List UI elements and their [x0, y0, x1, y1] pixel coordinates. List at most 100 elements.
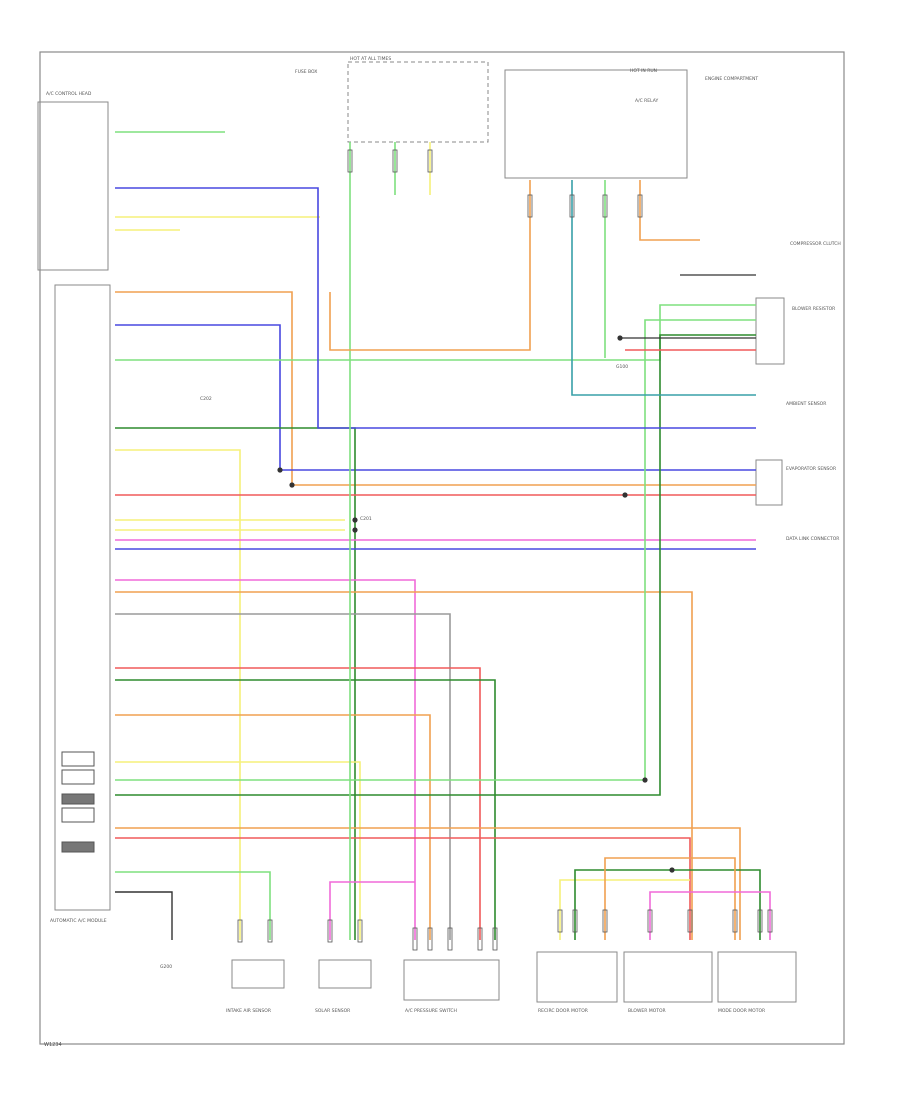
diagram-label-motor3: MODE DOOR MOTOR	[718, 1008, 765, 1014]
splice-dot	[277, 467, 283, 473]
connector-pin	[447, 927, 453, 951]
connector-pin	[572, 909, 578, 933]
connector-pin	[492, 927, 498, 951]
climate-module-box	[54, 284, 111, 911]
wire-yellow-intake-sensor	[115, 449, 241, 940]
diagram-label-conn1: C201	[360, 516, 372, 522]
connector-pin	[427, 927, 433, 951]
splice-dot	[617, 335, 623, 341]
wire-dkgreen-module-down	[115, 427, 356, 940]
diagram-label-control-head: A/C CONTROL HEAD	[46, 91, 92, 97]
diagram-label-sensor1: INTAKE AIR SENSOR	[226, 1008, 271, 1014]
diagram-label-bottom-module: AUTOMATIC A/C MODULE	[50, 918, 107, 924]
wire-green-resistor-2	[115, 319, 756, 781]
wire-pink-solar	[329, 881, 415, 940]
splice-dot	[622, 492, 628, 498]
connector-pin	[427, 149, 433, 173]
wire-green-module-resistor	[115, 304, 756, 361]
wire-red-blower	[115, 837, 691, 940]
diagram-label-ground2: G100	[616, 364, 628, 370]
diagram-label-footer-code: W1234	[44, 1042, 62, 1048]
connector-pin	[557, 909, 563, 933]
splice-dot	[669, 867, 675, 873]
splice-dot	[642, 777, 648, 783]
pressure-switch-box	[403, 959, 500, 1001]
wire-blue-module-evap	[115, 324, 756, 471]
wire-pink-pressure	[115, 579, 416, 940]
diagram-label-sensor2: SOLAR SENSOR	[315, 1008, 350, 1014]
wire-orange-mode	[115, 827, 741, 940]
diagram-label-conn2: C202	[200, 396, 212, 402]
connector-pin	[237, 919, 243, 943]
connector-pin	[637, 194, 643, 218]
connector-pin	[569, 194, 575, 218]
connector-pin	[392, 149, 398, 173]
wire-yellow-recirc	[559, 879, 690, 940]
diagram-label-top-right2: ENGINE COMPARTMENT	[705, 76, 758, 82]
mode-motor-box	[717, 951, 797, 1003]
diagram-label-top-center2: FUSE BOX	[295, 69, 317, 75]
label-group: A/C CONTROL HEAD AUTOMATIC A/C MODULE HOT …	[44, 56, 841, 1048]
module-block-3	[61, 793, 95, 805]
wire-green-intake	[115, 871, 271, 940]
connector-pin	[357, 919, 363, 943]
diagram-label-right5: DATA LINK CONNECTOR	[786, 536, 839, 542]
diagram-label-right4: AMBIENT SENSOR	[786, 401, 826, 407]
diagram-label-motor1: RECIRC DOOR MOTOR	[538, 1008, 588, 1014]
module-block-5	[61, 841, 95, 853]
connector-pin	[687, 909, 693, 933]
relay-box	[504, 69, 688, 179]
connector-pin	[602, 909, 608, 933]
blower-resistor-box	[755, 297, 785, 365]
wire-teal-relay-ambient	[571, 180, 756, 396]
wire-dkgreen-recirc	[574, 869, 761, 940]
solar-sensor-box	[318, 959, 372, 989]
connector-pin	[477, 927, 483, 951]
connector-pin	[732, 909, 738, 933]
wire-orange-blower	[115, 591, 693, 940]
splice-dot	[352, 517, 358, 523]
diagram-label-motor2: BLOWER MOTOR	[628, 1008, 666, 1014]
wire-dkgreen-resistor-3	[115, 334, 756, 796]
recirc-motor-box	[536, 951, 618, 1003]
connector-pin	[267, 919, 273, 943]
wire-orange-relay	[329, 180, 531, 351]
splice-dot	[289, 482, 295, 488]
control-head-box	[37, 101, 109, 271]
connector-pin	[767, 909, 773, 933]
wire-black-ground	[115, 891, 173, 940]
module-block-2	[61, 769, 95, 785]
connector-pin	[412, 927, 418, 951]
wire-yellow-solar	[115, 761, 361, 940]
wire-orange-clutch	[639, 180, 700, 241]
diagram-label-top-right: HOT IN RUN	[630, 68, 657, 74]
connector-pin	[327, 919, 333, 943]
diagram-label-sensor3: A/C PRESSURE SWITCH	[405, 1008, 457, 1014]
module-block-4	[61, 807, 95, 823]
wire-group	[115, 131, 771, 940]
wire-pink-mode	[649, 891, 771, 940]
wire-gray-pressure	[115, 613, 451, 940]
evaporator-sensor-box	[755, 459, 783, 506]
module-block-1	[61, 751, 95, 767]
wire-red-pressure	[115, 667, 481, 940]
wire-dkgreen-pressure	[115, 679, 496, 940]
blower-motor-box	[623, 951, 713, 1003]
connector-pin	[527, 194, 533, 218]
connector-pin	[347, 149, 353, 173]
wire-orange-module-evap	[115, 291, 756, 486]
wire-orange-recirc	[604, 857, 736, 940]
diagram-label-right3: EVAPORATOR SENSOR	[786, 466, 836, 472]
connector-pin	[757, 909, 763, 933]
connector-pin	[647, 909, 653, 933]
diagram-label-relay: A/C RELAY	[635, 98, 658, 104]
diagram-label-right1: COMPRESSOR CLUTCH	[790, 241, 841, 247]
intake-air-sensor-box	[231, 959, 285, 989]
diagram-label-top-center: HOT AT ALL TIMES	[350, 56, 391, 62]
diagram-frame	[39, 51, 845, 1045]
wire-blue-ambient	[115, 187, 756, 429]
diagram-label-ground1: G200	[160, 964, 172, 970]
fuse-box	[347, 61, 489, 143]
pin-marker-group	[237, 149, 773, 951]
